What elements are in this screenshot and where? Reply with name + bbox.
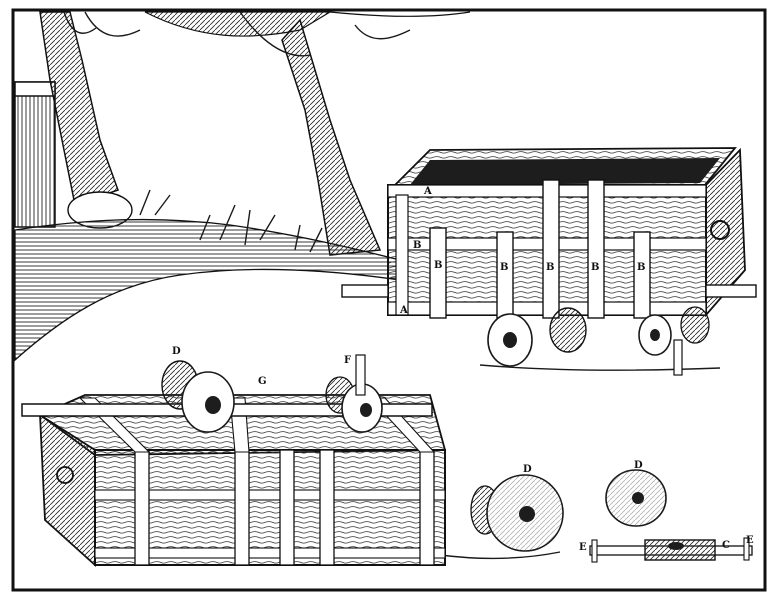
middle-tree [144, 11, 471, 256]
axle-label-c: C [722, 540, 730, 551]
loose-wheel-1: D [470, 464, 564, 552]
wheel-label-d-2: D [634, 460, 643, 471]
loose-axle: E C E [579, 535, 754, 563]
wagon-label-b-3: B [500, 262, 508, 273]
wagon-label-b-4: B [546, 262, 554, 273]
chest-label-f: F [344, 355, 351, 366]
wagon-wheels [487, 306, 710, 376]
background-scenery [14, 11, 721, 560]
axle-label-e-left: E [579, 542, 587, 553]
wagon-label-a-top: A [423, 186, 432, 197]
axle-label-e-right: E [746, 535, 754, 546]
left-tree [39, 11, 141, 229]
mining-wagon: A A B B B B B B [341, 147, 757, 376]
wagon-label-a-bottom: A [399, 305, 408, 316]
wagon-label-b-5: B [591, 262, 599, 273]
treasure-chest: D G F [21, 346, 447, 568]
wagon-label-b-6: B [637, 262, 645, 273]
wagon-label-b-1: B [413, 240, 421, 251]
chest-label-g: G [258, 376, 267, 387]
chest-drums [161, 354, 383, 433]
wheel-label-d-1: D [523, 464, 532, 475]
wagon-label-b-2: B [434, 260, 442, 271]
building [14, 81, 56, 228]
loose-wheel-2: D [605, 460, 667, 527]
chest-label-d: D [172, 346, 181, 357]
